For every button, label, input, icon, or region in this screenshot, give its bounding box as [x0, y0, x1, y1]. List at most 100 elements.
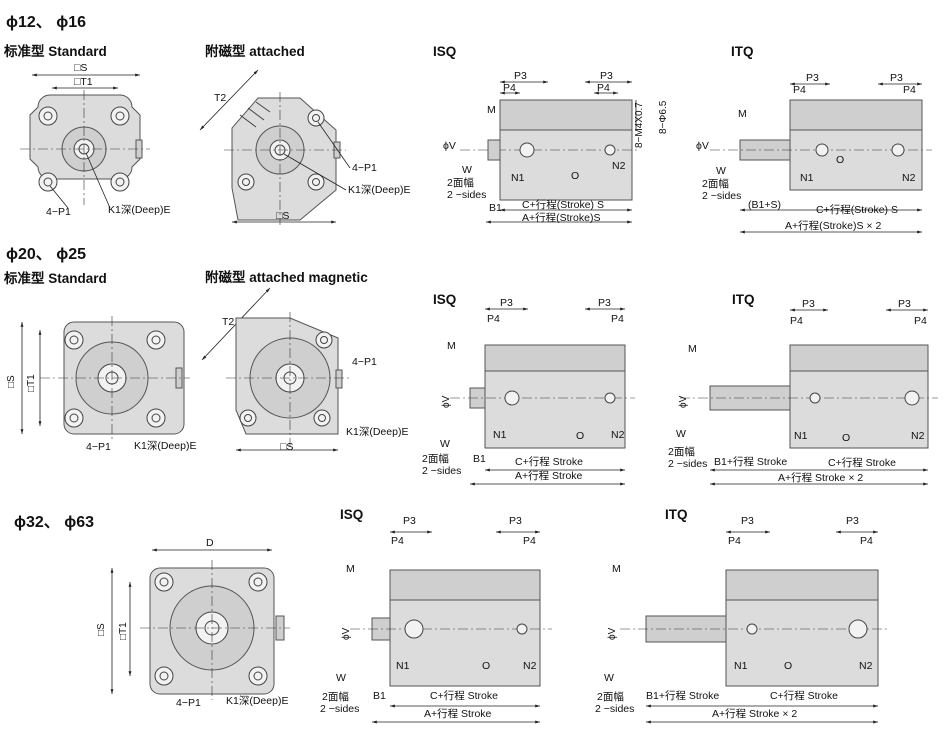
s2-isq-m: M [447, 340, 456, 352]
s1-itq-m: M [738, 108, 747, 120]
s1-std-k1: K1深(Deep)E [108, 204, 171, 216]
s3-isq-title: ISQ [340, 507, 364, 522]
s2-itq-b1s: B1+行程 Stroke [714, 456, 788, 468]
s1-mag-k1: K1深(Deep)E [348, 184, 411, 196]
s2-itq-a: A+行程 Stroke × 2 [778, 472, 864, 484]
s1-isq-sides-en: 2 −sides [447, 189, 487, 201]
s1-itq-p4b: P4 [903, 84, 916, 96]
s2-itq-n1: N1 [794, 430, 808, 442]
s3-itq-a: A+行程 Stroke × 2 [712, 708, 798, 720]
s3-isq-sides-en: 2 −sides [320, 703, 360, 715]
s3-std-s: □S [96, 623, 107, 636]
s3-isq-c: C+行程 Stroke [430, 690, 498, 702]
s3-std-p1: 4−P1 [176, 697, 201, 709]
s2-isq-p3b: P3 [598, 297, 611, 309]
s1-isq-title: ISQ [433, 44, 457, 59]
s1-isq-p4a: P4 [503, 82, 516, 94]
s1-isq-o: O [571, 170, 580, 182]
s3-itq-w: W [604, 672, 614, 684]
s1-std-t1: □T1 [74, 76, 93, 88]
s1-itq-p3b: P3 [890, 72, 903, 84]
s1-isq-a: A+行程(Stroke)S [522, 212, 601, 224]
s1-itq-a: A+行程(Stroke)S × 2 [785, 220, 882, 232]
s1-isq-p4b: P4 [597, 82, 610, 94]
s2-std-t1: □T1 [26, 374, 37, 392]
s3-itq-p3a: P3 [741, 515, 754, 527]
s2-isq-title: ISQ [433, 292, 457, 307]
s2-isq-p4a: P4 [487, 313, 500, 325]
s1-mag-t2: T2 [214, 92, 227, 104]
s2-isq-p4b: P4 [611, 313, 624, 325]
s3-isq-n1: N1 [396, 660, 410, 672]
s3-isq-w: W [336, 672, 346, 684]
s2-isq-b1: B1 [473, 453, 486, 465]
s2-itq-n2: N2 [911, 430, 925, 442]
s3-itq-c: C+行程 Stroke [770, 690, 838, 702]
s2-itq-p4a: P4 [790, 315, 803, 327]
s3-itq-n1: N1 [734, 660, 748, 672]
s3-heading: ϕ32、 ϕ63 [14, 514, 95, 531]
s1-itq-side-view [710, 82, 932, 234]
s2-isq-c: C+行程 Stroke [515, 456, 583, 468]
s2-isq-sides-en: 2 −sides [422, 465, 462, 477]
s1-heading: ϕ12、 ϕ16 [6, 14, 87, 31]
s2-isq-o: O [576, 430, 585, 442]
s1-isq-p3b: P3 [600, 70, 613, 82]
s3-itq-b1s: B1+行程 Stroke [646, 690, 720, 702]
s2-isq-n2: N2 [611, 429, 625, 441]
s1-itq-w: W [716, 165, 726, 177]
s1-magnetic-front-view [199, 69, 351, 225]
s2-itq-title: ITQ [732, 292, 755, 307]
s3-isq-p3b: P3 [509, 515, 522, 527]
s3-isq-n2: N2 [523, 660, 537, 672]
s1-isq-m: M [487, 104, 496, 116]
s3-std-t1: □T1 [118, 622, 129, 640]
s2-itq-phiv: ϕV [678, 395, 689, 408]
s2-isq-a: A+行程 Stroke [515, 470, 583, 482]
s2-isq-w: W [440, 438, 450, 450]
s2-mag-t2: T2 [222, 316, 235, 328]
s3-isq-sides-cn: 2面幅 [322, 691, 349, 703]
s2-itq-m: M [688, 343, 697, 355]
s1-isq-w: W [462, 164, 472, 176]
s1-itq-n2: N2 [902, 172, 916, 184]
s1-standard-label: 标准型 Standard [4, 44, 107, 59]
s2-standard-front-view [20, 316, 190, 440]
s2-isq-sides-cn: 2面幅 [422, 453, 449, 465]
s1-itq-p4a: P4 [793, 84, 806, 96]
s2-magnetic-front-view [201, 287, 350, 452]
s1-isq-bore: 8−Φ6.5 [658, 100, 669, 134]
s2-mag-k1: K1深(Deep)E [346, 426, 409, 438]
s2-itq-w: W [676, 428, 686, 440]
s1-itq-o: O [836, 154, 845, 166]
s3-isq-o: O [482, 660, 491, 672]
s1-isq-c: C+行程(Stroke) S [522, 199, 604, 211]
s2-heading: ϕ20、 ϕ25 [6, 246, 87, 263]
s1-isq-b1: B1 [489, 202, 502, 214]
s2-itq-sides-cn: 2面幅 [668, 446, 695, 458]
s3-isq-p3a: P3 [403, 515, 416, 527]
s3-standard-front-view [110, 548, 290, 700]
s1-itq-p3a: P3 [806, 72, 819, 84]
s2-standard-label: 标准型 Standard [4, 271, 107, 286]
s3-isq-p4b: P4 [523, 535, 536, 547]
s1-itq-sides-en: 2 −sides [702, 190, 742, 202]
s3-isq-m: M [346, 563, 355, 575]
s1-mag-p1: 4−P1 [352, 162, 377, 174]
s3-itq-side-view [620, 530, 888, 724]
s2-std-p1: 4−P1 [86, 441, 111, 453]
s1-isq-thread: 8−M4X0.7 [634, 102, 645, 148]
s3-itq-sides-cn: 2面幅 [597, 691, 624, 703]
s3-itq-n2: N2 [859, 660, 873, 672]
s1-isq-n1: N1 [511, 172, 525, 184]
s1-isq-n2: N2 [612, 160, 626, 172]
s1-itq-sides-cn: 2面幅 [702, 178, 729, 190]
s2-magnetic-label: 附磁型 attached magnetic [205, 270, 368, 285]
s1-itq-title: ITQ [731, 44, 754, 59]
s2-itq-c: C+行程 Stroke [828, 457, 896, 469]
s3-itq-p4b: P4 [860, 535, 873, 547]
s2-itq-o: O [842, 432, 851, 444]
s3-std-d: D [206, 537, 214, 549]
s2-itq-p3a: P3 [802, 298, 815, 310]
